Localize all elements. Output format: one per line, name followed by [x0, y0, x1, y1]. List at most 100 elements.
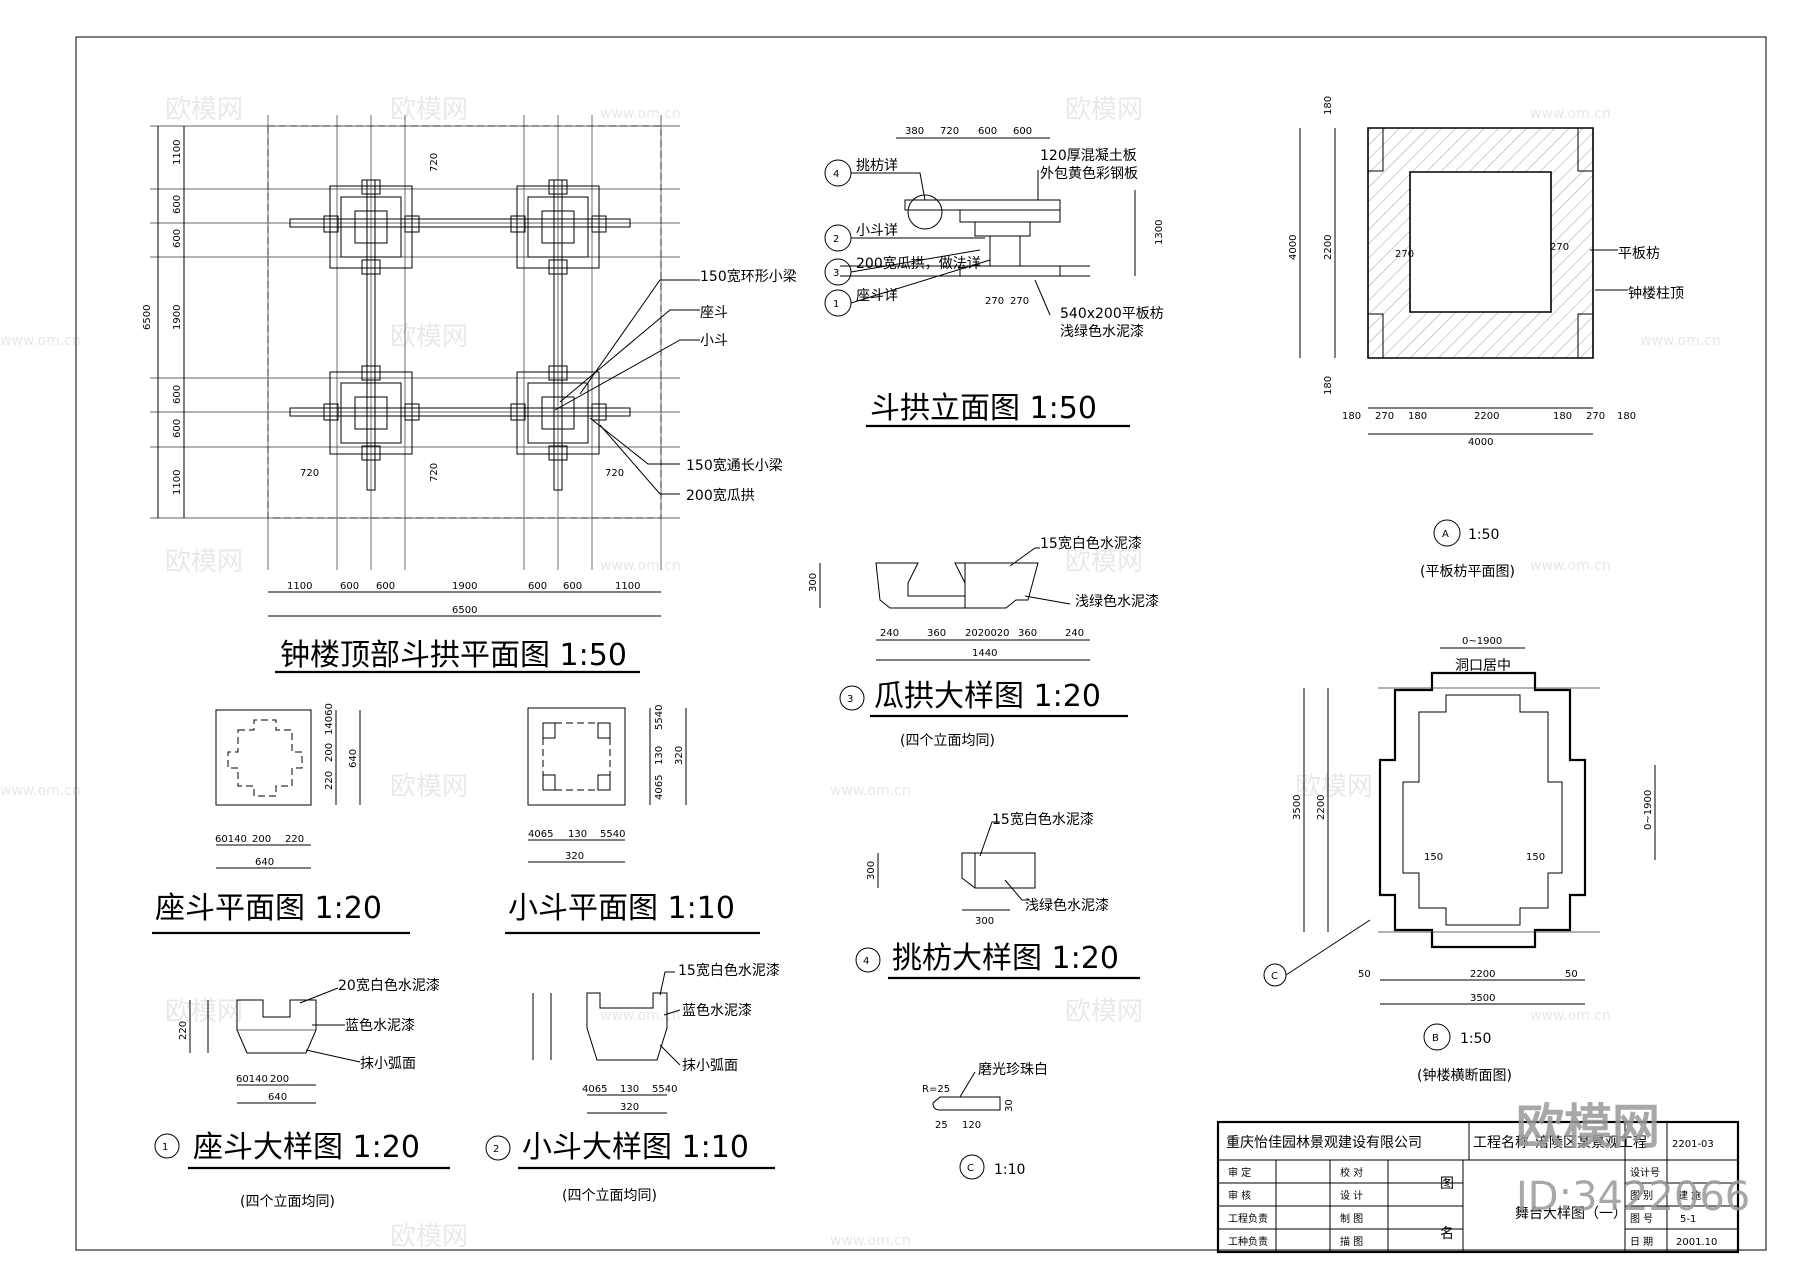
svg-text:(平板枋平面图): (平板枋平面图): [1420, 564, 1515, 580]
svg-text:200宽瓜拱，做法详: 200宽瓜拱，做法详: [856, 255, 981, 272]
svg-text:240: 240: [1065, 628, 1084, 639]
svg-text:审 定: 审 定: [1228, 1166, 1251, 1179]
zuodou-plan: 220 200 14060 640 60140 200 220 640 座斗平面…: [152, 703, 410, 935]
svg-text:蓝色水泥漆: 蓝色水泥漆: [682, 1002, 752, 1019]
xiaodou-detail: 4065 130 5540 320 15宽白色水泥漆 蓝色水泥漆 抹小弧面 2 …: [485, 962, 780, 1204]
svg-text:4: 4: [863, 956, 869, 967]
svg-text:320: 320: [674, 746, 685, 765]
svg-text:www.om.cn: www.om.cn: [0, 783, 81, 799]
svg-text:2200: 2200: [1474, 411, 1499, 422]
svg-text:设计号: 设计号: [1630, 1166, 1660, 1179]
svg-text:www.om.cn: www.om.cn: [830, 783, 911, 799]
svg-text:540x200平板枋: 540x200平板枋: [1060, 306, 1164, 322]
svg-text:R=25: R=25: [922, 1084, 950, 1095]
svg-text:挑枋详: 挑枋详: [856, 158, 898, 174]
svg-text:4000: 4000: [1468, 437, 1493, 448]
detail-c: R=25 25 120 30 磨光珍珠白 C 1:10: [922, 1062, 1048, 1180]
svg-text:720: 720: [300, 468, 319, 479]
guagong-detail: 300 240 360 2020020 360 240 1440 15宽白色水泥…: [808, 535, 1159, 749]
svg-text:600: 600: [172, 195, 183, 214]
svg-text:60140: 60140: [236, 1074, 268, 1085]
svg-text:50: 50: [1565, 969, 1578, 980]
svg-text:2: 2: [833, 234, 839, 245]
svg-text:600: 600: [1013, 126, 1032, 137]
svg-text:320: 320: [620, 1102, 639, 1113]
svg-text:2020020: 2020020: [965, 628, 1010, 639]
svg-text:1: 1: [162, 1142, 168, 1153]
svg-text:150: 150: [1526, 852, 1545, 863]
svg-text:600: 600: [172, 229, 183, 248]
svg-text:180: 180: [1342, 411, 1361, 422]
svg-text:240: 240: [880, 628, 899, 639]
svg-text:220: 220: [324, 771, 335, 790]
svg-text:1440: 1440: [972, 648, 997, 659]
watermark-layer: 欧模网 欧模网 欧模网 www.om.cn www.om.cn 欧模网 www.…: [0, 95, 1721, 1252]
svg-text:3: 3: [833, 268, 839, 279]
svg-text:600: 600: [172, 385, 183, 404]
svg-text:600: 600: [172, 419, 183, 438]
svg-text:5540: 5540: [600, 829, 625, 840]
svg-text:640: 640: [348, 749, 359, 768]
svg-text:270: 270: [1010, 296, 1029, 307]
svg-text:名: 名: [1440, 1226, 1454, 1242]
svg-text:欧模网: 欧模网: [390, 322, 468, 352]
svg-text:15宽白色水泥漆: 15宽白色水泥漆: [1040, 535, 1142, 552]
svg-text:(四个立面均同): (四个立面均同): [562, 1188, 657, 1204]
svg-text:钟楼顶部斗拱平面图 1:50: 钟楼顶部斗拱平面图 1:50: [280, 638, 627, 673]
svg-text:180: 180: [1323, 376, 1334, 395]
svg-text:欧模网: 欧模网: [165, 997, 243, 1027]
svg-text:720: 720: [940, 126, 959, 137]
svg-text:0~1900: 0~1900: [1462, 636, 1502, 647]
svg-text:640: 640: [268, 1092, 287, 1103]
svg-text:130: 130: [568, 829, 587, 840]
svg-text:360: 360: [927, 628, 946, 639]
svg-text:图: 图: [1440, 1176, 1454, 1192]
svg-text:工程名称: 工程名称: [1473, 1135, 1529, 1151]
svg-text:1100: 1100: [172, 470, 183, 495]
svg-text:座斗大样图 1:20: 座斗大样图 1:20: [193, 1130, 420, 1165]
svg-text:2200: 2200: [1470, 969, 1495, 980]
svg-text:欧模网: 欧模网: [390, 772, 468, 802]
svg-text:钟楼柱顶: 钟楼柱顶: [1628, 285, 1684, 302]
svg-text:15宽白色水泥漆: 15宽白色水泥漆: [992, 811, 1094, 828]
svg-text:150宽通长小梁: 150宽通长小梁: [686, 457, 783, 474]
svg-text:200: 200: [270, 1074, 289, 1085]
svg-text:ID:3422066: ID:3422066: [1516, 1174, 1750, 1220]
svg-text:浅绿色水泥漆: 浅绿色水泥漆: [1025, 897, 1109, 914]
svg-text:600: 600: [528, 581, 547, 592]
svg-text:270: 270: [1586, 411, 1605, 422]
svg-text:300: 300: [808, 573, 819, 592]
svg-text:座斗详: 座斗详: [856, 288, 898, 304]
svg-text:5540: 5540: [654, 705, 665, 730]
svg-text:150宽环形小梁: 150宽环形小梁: [700, 268, 797, 285]
svg-text:320: 320: [565, 851, 584, 862]
svg-text:www.om.cn: www.om.cn: [0, 333, 81, 349]
svg-text:工程负责: 工程负责: [1228, 1212, 1268, 1225]
svg-text:小斗详: 小斗详: [856, 223, 898, 239]
svg-text:欧模网: 欧模网: [165, 95, 243, 125]
svg-text:2: 2: [493, 1144, 499, 1155]
svg-text:130: 130: [654, 746, 665, 765]
svg-text:A: A: [1442, 529, 1449, 540]
svg-text:制 图: 制 图: [1340, 1212, 1363, 1225]
svg-text:270: 270: [1550, 242, 1569, 253]
svg-text:设 计: 设 计: [1340, 1189, 1363, 1202]
svg-text:4065: 4065: [528, 829, 553, 840]
svg-text:270: 270: [1375, 411, 1394, 422]
svg-text:4: 4: [833, 169, 839, 180]
svg-text:C: C: [967, 1163, 974, 1174]
svg-text:座斗平面图 1:20: 座斗平面图 1:20: [155, 891, 382, 926]
sheet-border: [75, 36, 1767, 1251]
svg-text:1100: 1100: [172, 140, 183, 165]
svg-text:720: 720: [429, 153, 440, 172]
svg-text:重庆怡佳园林景观建设有限公司: 重庆怡佳园林景观建设有限公司: [1226, 1135, 1422, 1151]
svg-text:挑枋大样图 1:20: 挑枋大样图 1:20: [892, 941, 1119, 976]
svg-text:欧模网: 欧模网: [390, 1222, 468, 1252]
svg-text:20宽白色水泥漆: 20宽白色水泥漆: [338, 977, 440, 994]
svg-text:日 期: 日 期: [1630, 1236, 1653, 1248]
svg-text:审 核: 审 核: [1228, 1189, 1251, 1202]
svg-text:3500: 3500: [1292, 795, 1303, 820]
svg-text:2200: 2200: [1323, 235, 1334, 260]
svg-text:3500: 3500: [1470, 993, 1495, 1004]
svg-text:300: 300: [975, 916, 994, 927]
